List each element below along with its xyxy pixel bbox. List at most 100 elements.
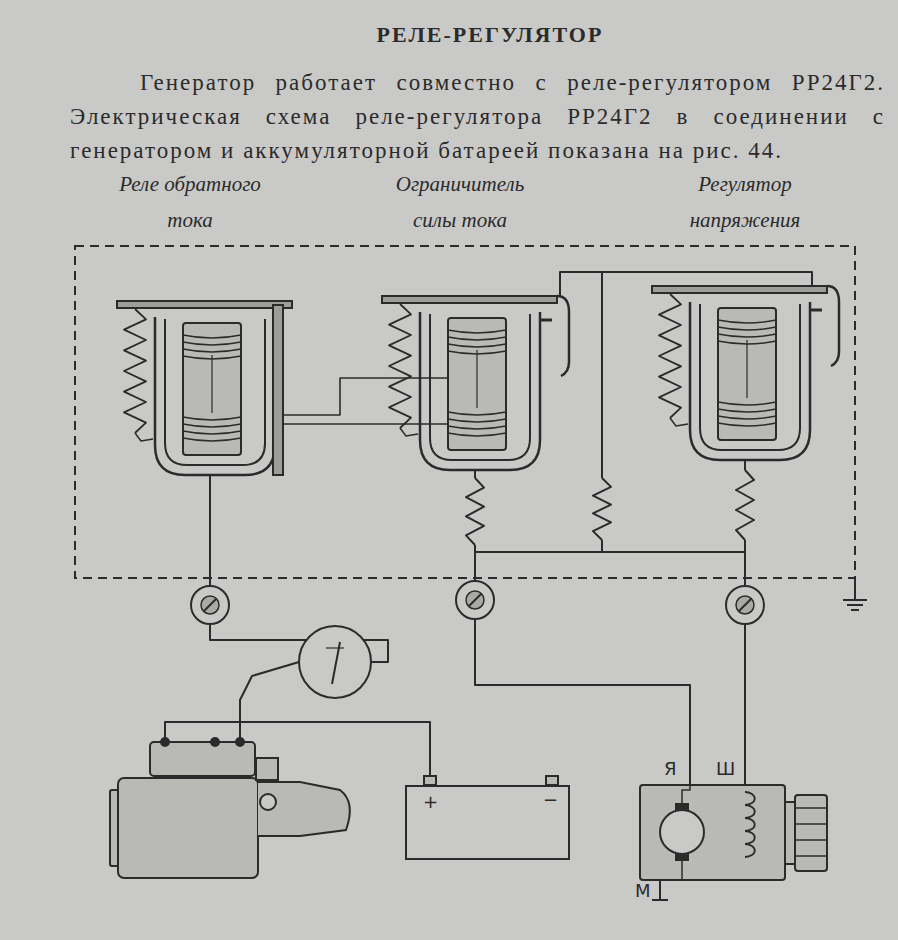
terminal-mark: − — [543, 789, 558, 811]
wire — [240, 662, 299, 738]
spring-hook — [135, 433, 153, 441]
starter-body — [118, 778, 258, 878]
pulley-groove — [795, 823, 827, 825]
brush-symbol — [676, 854, 688, 860]
terminal-screw — [456, 581, 494, 619]
relay-unit: Регулятор напряжения — [650, 166, 840, 560]
terminal-mark: + — [423, 791, 438, 813]
yoke-outer — [420, 312, 540, 470]
coil-core — [718, 308, 776, 440]
starter-lever-pivot — [260, 794, 276, 810]
coil-winding — [448, 412, 506, 415]
starter-solenoid — [150, 742, 255, 776]
contact-spring — [827, 286, 839, 366]
coil-lead — [211, 355, 212, 413]
coil-winding — [183, 342, 241, 345]
generator-box: Я Ш М — [625, 758, 840, 908]
armature-plate — [652, 286, 827, 293]
wire — [475, 560, 690, 758]
coil-winding — [718, 327, 776, 330]
ammeter-symbol — [299, 626, 371, 698]
terminal-lug — [726, 586, 764, 624]
wire — [744, 460, 746, 470]
terminal-mark: М — [635, 880, 651, 902]
wire — [744, 540, 746, 560]
wire — [601, 540, 603, 552]
coil-winding — [718, 423, 776, 426]
coil-winding — [448, 426, 506, 429]
unit-heading: Ограничитель силы тока — [385, 166, 535, 238]
coil-winding — [448, 344, 506, 347]
battery-post — [424, 776, 436, 785]
ground-symbol — [843, 599, 867, 601]
relay-unit: Реле обратного тока — [100, 166, 280, 560]
wire — [744, 758, 746, 785]
spring-symbol — [124, 309, 146, 433]
wire — [283, 378, 448, 415]
wire — [689, 758, 691, 785]
coil-winding — [718, 416, 776, 419]
wire — [682, 785, 690, 804]
field-coil-symbol — [745, 792, 755, 857]
yoke-inner — [165, 319, 265, 465]
coil-winding — [183, 424, 241, 427]
generator-shaft — [785, 802, 795, 864]
housing-outline — [75, 246, 855, 578]
armature-symbol — [660, 810, 704, 854]
yoke-outer — [155, 317, 275, 475]
coil-winding — [183, 417, 241, 420]
screw-slot — [739, 599, 751, 611]
coil-winding — [718, 320, 776, 323]
screw-head — [201, 596, 219, 614]
pulley-groove — [795, 839, 827, 841]
generator-body — [640, 785, 785, 880]
resistor-symbol — [466, 478, 484, 545]
terminal-screw — [191, 586, 229, 624]
screw-head — [466, 591, 484, 609]
coil-winding — [183, 335, 241, 338]
coil-winding — [718, 334, 776, 337]
yoke-outer — [690, 302, 810, 460]
unit-heading: Регулятор напряжения — [670, 166, 820, 238]
coil-winding — [183, 349, 241, 352]
page-title: РЕЛЕ-РЕГУЛЯТОР — [300, 22, 680, 48]
relay-unit: Ограничитель силы тока — [375, 166, 545, 560]
coil-core — [183, 323, 241, 455]
unit-heading: Реле обратного тока — [115, 166, 265, 238]
starter-drive-housing — [258, 782, 350, 836]
coil-winding — [183, 438, 241, 441]
battery-box: +− — [405, 785, 570, 860]
spring-hook — [400, 428, 418, 436]
coil-core — [448, 318, 506, 450]
ground-symbol — [659, 880, 661, 900]
coil-winding — [183, 431, 241, 434]
coil-winding — [448, 330, 506, 333]
resistor-symbol — [593, 478, 611, 540]
battery-post — [546, 776, 558, 785]
screw-head — [736, 596, 754, 614]
ammeter-scale — [326, 647, 344, 648]
terminal-mark: Ш — [716, 758, 735, 780]
contact-spring — [557, 296, 569, 376]
wire — [474, 470, 476, 478]
coil-lead — [476, 350, 477, 408]
pulley — [795, 795, 827, 871]
contact-point — [540, 319, 552, 322]
ground-symbol — [854, 578, 856, 600]
starter-bolt — [236, 738, 244, 746]
screw-slot — [469, 594, 481, 606]
ground-symbol — [847, 604, 863, 606]
spring-hook — [670, 418, 688, 426]
pulley-groove — [795, 807, 827, 809]
coil-winding — [448, 433, 506, 436]
yoke-inner — [430, 314, 530, 460]
terminal-mark: Я — [664, 758, 677, 780]
relay-mechanism — [652, 286, 839, 460]
body-paragraph: Генератор работает совместно с реле-регу… — [70, 66, 885, 168]
screw-slot — [204, 599, 216, 611]
starter-bolt — [211, 738, 219, 746]
coil-winding — [718, 409, 776, 412]
coil-lead — [746, 340, 747, 398]
ground-symbol — [652, 899, 668, 901]
